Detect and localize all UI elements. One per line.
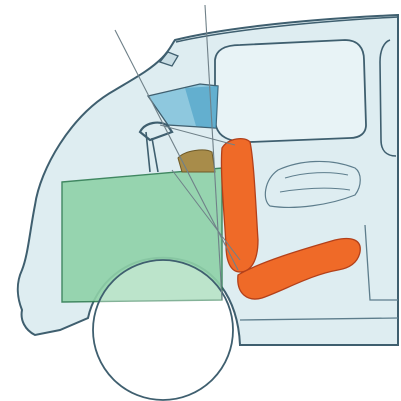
seat-back (221, 139, 258, 272)
headrest-block (178, 150, 215, 172)
front-wheel (93, 260, 233, 400)
side-window (215, 40, 366, 142)
